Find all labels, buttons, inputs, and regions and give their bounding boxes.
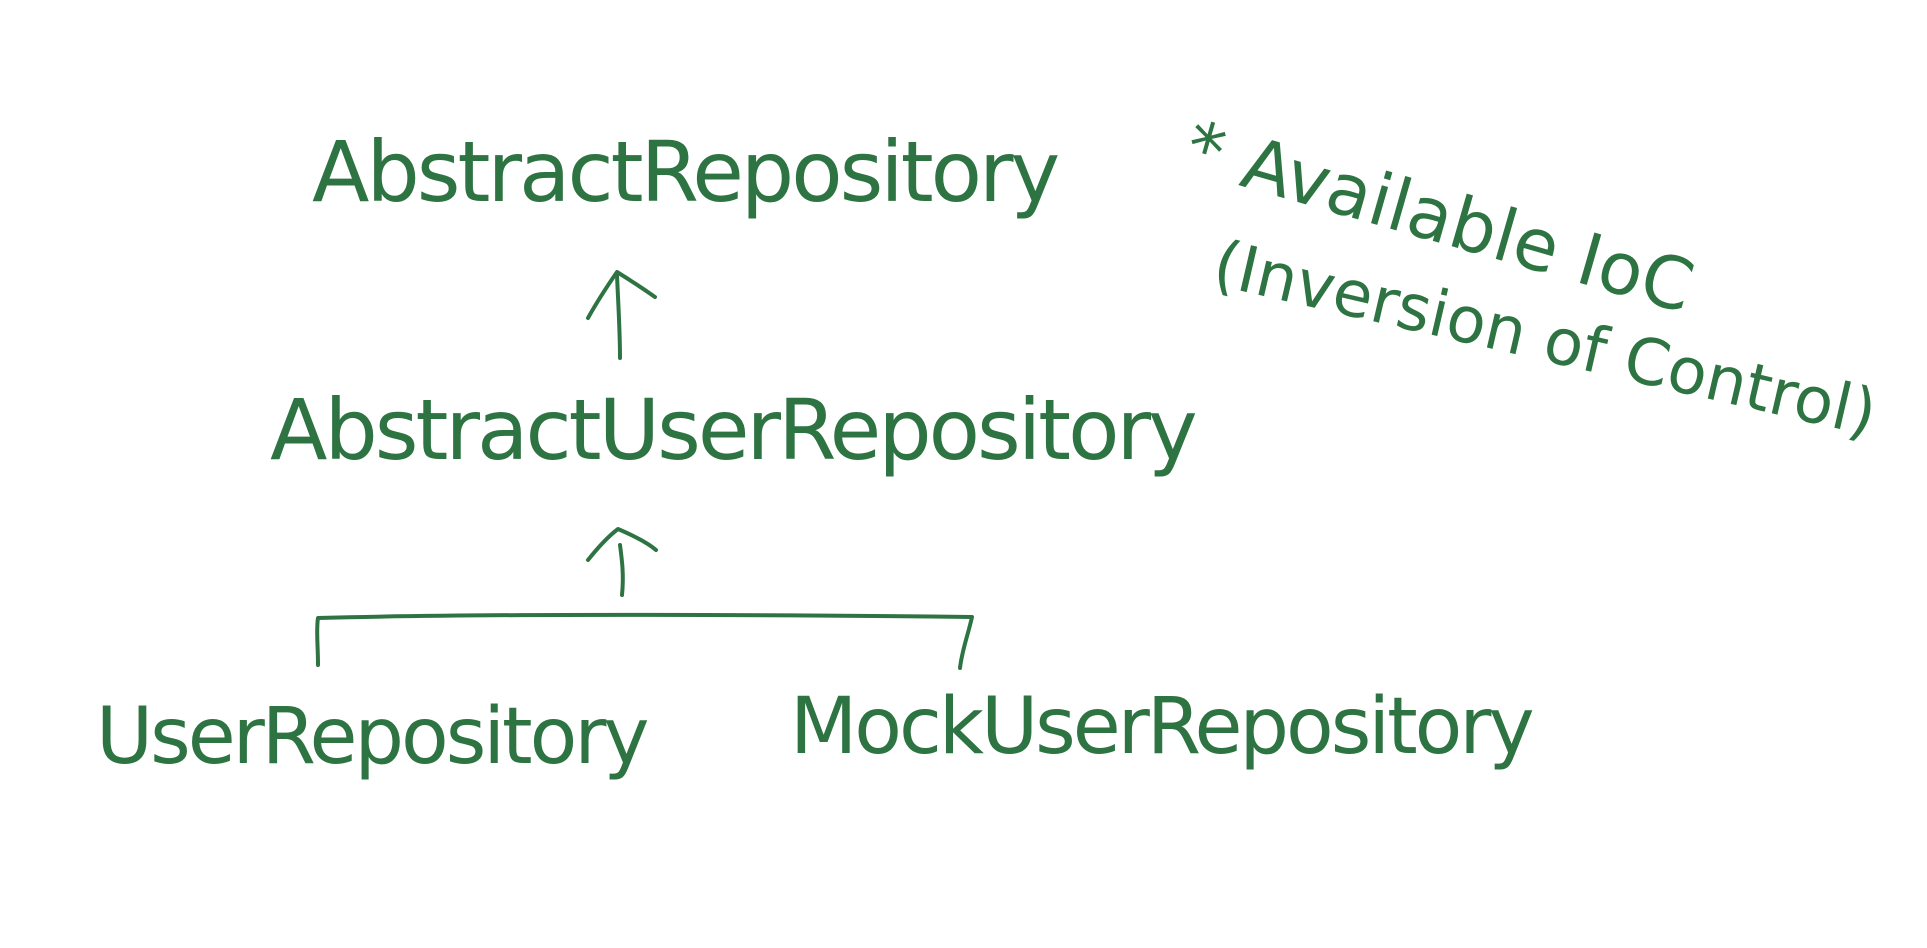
arrowhead-upper: [586, 270, 657, 320]
user-repository-label: UserRepository: [96, 692, 650, 782]
mock-user-repository-label: MockUserRepository: [790, 682, 1535, 772]
arrow-bracket-to-abstract-user: [618, 543, 625, 597]
arrow-abstract-user-to-abstract: [615, 273, 622, 360]
arrowhead-lower: [586, 527, 658, 562]
abstract-user-repository-label: AbstractUserRepository: [270, 381, 1198, 479]
abstract-repository-label: AbstractRepository: [312, 123, 1060, 221]
inheritance-bracket: [315, 612, 974, 670]
